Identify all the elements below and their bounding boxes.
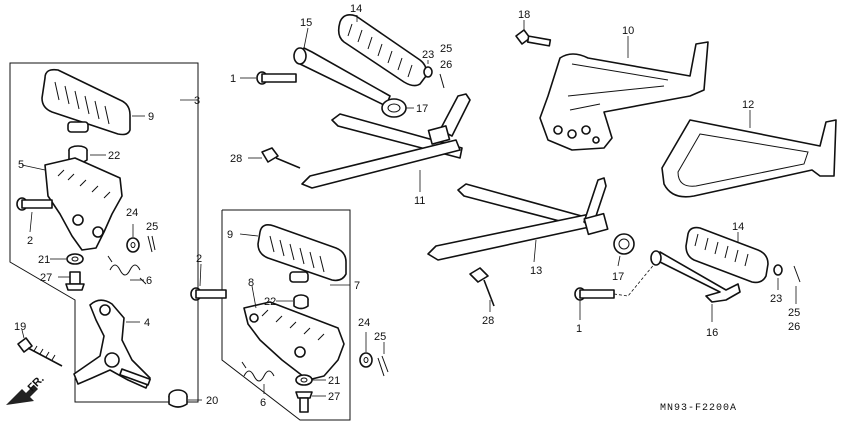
label-25d: 25 [440, 43, 452, 55]
label-16: 16 [706, 327, 718, 339]
label-6a: 6 [146, 275, 152, 287]
footpeg-bar-11 [301, 93, 471, 189]
label-22a: 22 [108, 150, 120, 162]
bracket-12 [661, 119, 837, 198]
bolt-left-27 [65, 271, 85, 291]
label-14b: 14 [732, 221, 744, 233]
group-frame-3 [9, 62, 199, 403]
cotter-pin-top [439, 73, 445, 89]
label-2b: 2 [196, 253, 202, 265]
label-5: 5 [18, 159, 24, 171]
collar-middle [293, 294, 309, 310]
footpeg-middle [243, 301, 345, 381]
label-14a: 14 [350, 3, 362, 15]
label-25a: 25 [146, 221, 158, 233]
label-22b: 22 [264, 296, 276, 308]
footpeg-arm-15 [293, 47, 391, 107]
cotter-pin-middle [377, 355, 389, 377]
pin-middle [190, 287, 227, 301]
label-26a: 26 [440, 59, 452, 71]
washer-right-17 [613, 233, 635, 255]
label-28b: 28 [482, 315, 494, 327]
footpeg-rubber-left [41, 68, 131, 136]
front-direction-arrow [6, 385, 38, 405]
label-25c: 25 [788, 307, 800, 319]
collar-20 [168, 389, 188, 408]
footpeg-rubber-top [337, 14, 428, 87]
footpeg-arm-16 [650, 250, 741, 303]
diagram-code: MN93-F2200A [660, 403, 737, 414]
bolt-lower-28 [469, 267, 495, 307]
footpeg-rubber-middle [257, 224, 347, 283]
label-23b: 23 [770, 293, 782, 305]
label-18: 18 [518, 9, 530, 21]
pin-lower [574, 287, 615, 301]
bracket-10 [539, 41, 709, 151]
label-23a: 23 [422, 49, 434, 61]
pin-left [16, 197, 53, 211]
group-frame-7 [221, 209, 351, 421]
label-6b: 6 [260, 397, 266, 409]
label-10: 10 [622, 25, 634, 37]
bolt-19 [17, 337, 63, 367]
label-8: 8 [248, 277, 254, 289]
label-12: 12 [742, 99, 754, 111]
label-28a: 28 [230, 153, 242, 165]
pin-top [256, 71, 297, 85]
label-21b: 21 [328, 375, 340, 387]
washer-right-23 [773, 264, 783, 276]
cotter-pin-left [147, 235, 156, 253]
label-24a: 24 [126, 207, 138, 219]
nut-middle-21 [295, 374, 313, 386]
collar-left [68, 145, 88, 164]
washer-middle-24 [359, 352, 373, 368]
label-4: 4 [144, 317, 150, 329]
label-17b: 17 [612, 271, 624, 283]
bolt-middle-27 [295, 391, 313, 413]
label-7: 7 [354, 280, 360, 292]
label-1a: 1 [230, 73, 236, 85]
washer-left-24 [126, 237, 140, 253]
label-21a: 21 [38, 254, 50, 266]
label-9b: 9 [227, 229, 233, 241]
footpeg-rubber-right [685, 226, 769, 284]
footpeg-bar-13 [427, 177, 609, 261]
nut-left-21 [66, 253, 84, 265]
washer-top-17 [381, 98, 407, 118]
label-1b: 1 [576, 323, 582, 335]
spring-middle [241, 361, 275, 382]
label-25b: 25 [374, 331, 386, 343]
label-9a: 9 [148, 111, 154, 123]
label-13: 13 [530, 265, 542, 277]
cotter-pin-right [793, 265, 801, 283]
bracket-left [73, 299, 151, 389]
label-27a: 27 [40, 272, 52, 284]
label-3: 3 [194, 95, 200, 107]
label-11: 11 [414, 195, 425, 207]
label-26b: 26 [788, 321, 800, 333]
washer-top-23 [423, 66, 433, 78]
label-17a: 17 [416, 103, 428, 115]
spring-left [107, 255, 147, 285]
footpeg-left [44, 157, 123, 251]
bolt-top-28 [261, 147, 301, 169]
label-2a: 2 [27, 235, 33, 247]
label-27b: 27 [328, 391, 340, 403]
label-24b: 24 [358, 317, 370, 329]
label-20: 20 [206, 395, 218, 407]
bolt-18 [515, 29, 552, 47]
label-19: 19 [14, 321, 26, 333]
label-15: 15 [300, 17, 312, 29]
